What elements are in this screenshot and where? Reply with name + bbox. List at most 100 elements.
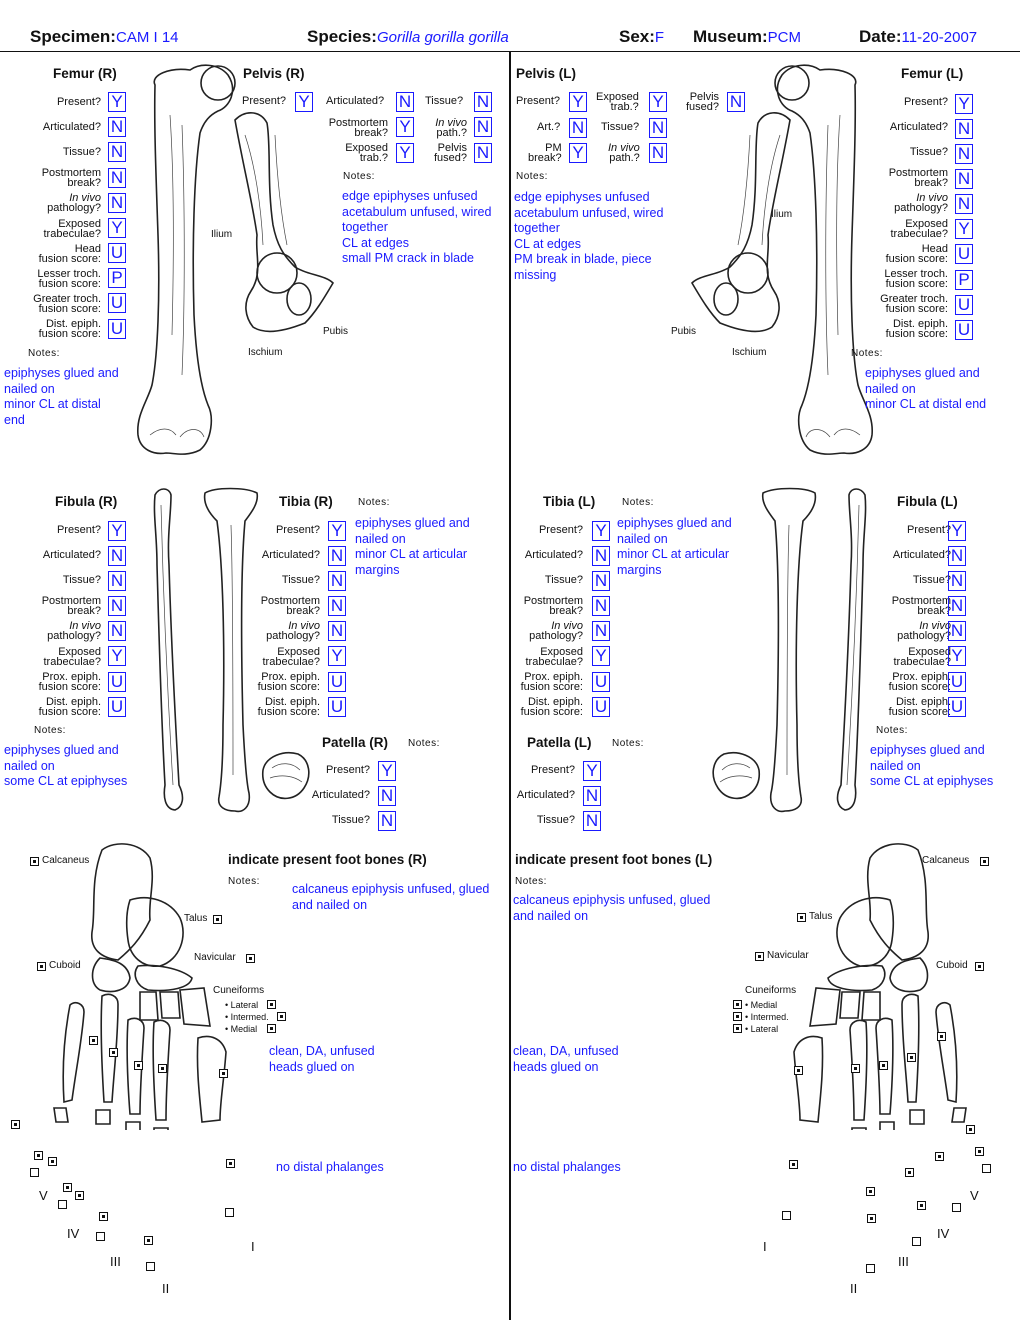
mt-l-1[interactable] — [937, 1032, 946, 1041]
mid-phal-l-2[interactable] — [867, 1214, 876, 1223]
fibula-r-pe-box[interactable]: U — [108, 672, 126, 692]
fibula-r-present-box[interactable]: Y — [108, 521, 126, 541]
mt-r-4[interactable] — [158, 1064, 167, 1073]
prox-phal-l-4b[interactable] — [935, 1152, 944, 1161]
prox-phal-r-5[interactable] — [11, 1120, 20, 1129]
patella-r-articulated-box[interactable]: N — [378, 786, 396, 806]
fibula-r-iv-box[interactable]: N — [108, 621, 126, 641]
mt-l-3[interactable] — [879, 1061, 888, 1070]
fibula-l-iv-box[interactable]: N — [948, 621, 966, 641]
pelvis-l-pf-box[interactable]: N — [727, 92, 745, 112]
pelvis-r-present-box[interactable]: Y — [295, 92, 313, 112]
tibia-l-pe-box[interactable]: U — [592, 672, 610, 692]
prox-phal-r-1[interactable] — [226, 1159, 235, 1168]
mt-l-4[interactable] — [851, 1064, 860, 1073]
medial-cuneiform-r-checkbox[interactable] — [267, 1024, 276, 1033]
pelvis-r-tissue-box[interactable]: N — [474, 92, 492, 112]
tibia-l-iv-box[interactable]: N — [592, 621, 610, 641]
femur-r-head-box[interactable]: U — [108, 243, 126, 263]
dist-phal-r-5[interactable] — [30, 1168, 39, 1177]
tibia-r-de-box[interactable]: U — [328, 697, 346, 717]
fibula-l-pm-box[interactable]: N — [948, 596, 966, 616]
tibia-l-tissue-box[interactable]: N — [592, 571, 610, 591]
prox-phal-r-3[interactable] — [63, 1183, 72, 1192]
dist-phal-r-2[interactable] — [146, 1262, 155, 1271]
dist-phal-l-2[interactable] — [866, 1264, 875, 1273]
femur-l-present-box[interactable]: Y — [955, 94, 973, 114]
pelvis-r-pf-box[interactable]: N — [474, 143, 492, 163]
femur-l-de-box[interactable]: U — [955, 320, 973, 340]
dist-phal-r-3[interactable] — [96, 1232, 105, 1241]
tibia-r-ex-box[interactable]: Y — [328, 646, 346, 666]
tibia-l-articulated-box[interactable]: N — [592, 546, 610, 566]
intermed-cuneiform-r-checkbox[interactable] — [277, 1012, 286, 1021]
dist-phal-l-5[interactable] — [982, 1164, 991, 1173]
patella-r-present-box[interactable]: Y — [378, 761, 396, 781]
femur-r-pm-box[interactable]: N — [108, 168, 126, 188]
mt-r-2[interactable] — [109, 1048, 118, 1057]
tibia-r-tissue-box[interactable]: N — [328, 571, 346, 591]
mid-phal-l-3[interactable] — [917, 1201, 926, 1210]
prox-phal-r-4a[interactable] — [34, 1151, 43, 1160]
fibula-r-pm-box[interactable]: N — [108, 596, 126, 616]
prox-phal-r-2[interactable] — [75, 1191, 84, 1200]
intermed-cuneiform-l-checkbox[interactable] — [733, 1012, 742, 1021]
mt-r-3[interactable] — [134, 1061, 143, 1070]
tibia-r-present-box[interactable]: Y — [328, 521, 346, 541]
femur-r-tissue-box[interactable]: N — [108, 142, 126, 162]
pelvis-l-art-box[interactable]: N — [569, 118, 587, 138]
dist-phal-r-4[interactable] — [58, 1200, 67, 1209]
fibula-r-tissue-box[interactable]: N — [108, 571, 126, 591]
patella-l-tissue-box[interactable]: N — [583, 811, 601, 831]
femur-l-iv-box[interactable]: N — [955, 194, 973, 214]
tibia-l-de-box[interactable]: U — [592, 697, 610, 717]
femur-r-present-box[interactable]: Y — [108, 92, 126, 112]
pelvis-l-pm-box[interactable]: Y — [569, 143, 587, 163]
fibula-l-present-box[interactable]: Y — [948, 521, 966, 541]
femur-l-gt-box[interactable]: U — [955, 295, 973, 315]
femur-r-ex-box[interactable]: Y — [108, 218, 126, 238]
femur-r-de-box[interactable]: U — [108, 319, 126, 339]
cuboid-l-checkbox[interactable] — [975, 962, 984, 971]
tibia-l-present-box[interactable]: Y — [592, 521, 610, 541]
navicular-l-checkbox[interactable] — [755, 952, 764, 961]
patella-l-articulated-box[interactable]: N — [583, 786, 601, 806]
prox-phal-l-2[interactable] — [866, 1187, 875, 1196]
pelvis-r-pm-box[interactable]: Y — [396, 117, 414, 137]
lateral-cuneiform-l-checkbox[interactable] — [733, 1024, 742, 1033]
femur-r-gt-box[interactable]: U — [108, 293, 126, 313]
prox-phal-l-1[interactable] — [789, 1160, 798, 1169]
pelvis-r-ex-box[interactable]: Y — [396, 143, 414, 163]
mt-r-5[interactable] — [219, 1069, 228, 1078]
tibia-l-ex-box[interactable]: Y — [592, 646, 610, 666]
pelvis-l-ex-box[interactable]: Y — [649, 92, 667, 112]
patella-l-present-box[interactable]: Y — [583, 761, 601, 781]
prox-phal-l-4a[interactable] — [975, 1147, 984, 1156]
pelvis-r-iv-box[interactable]: N — [474, 117, 492, 137]
femur-l-head-box[interactable]: U — [955, 244, 973, 264]
navicular-r-checkbox[interactable] — [246, 954, 255, 963]
dist-phal-l-4[interactable] — [952, 1203, 961, 1212]
femur-l-lt-box[interactable]: P — [955, 270, 973, 290]
femur-l-ex-box[interactable]: Y — [955, 219, 973, 239]
cuboid-r-checkbox[interactable] — [37, 962, 46, 971]
mt-l-5[interactable] — [794, 1066, 803, 1075]
fibula-l-de-box[interactable]: U — [948, 697, 966, 717]
dist-phal-l-3[interactable] — [912, 1237, 921, 1246]
femur-l-articulated-box[interactable]: N — [955, 119, 973, 139]
calcaneus-r-checkbox[interactable] — [30, 857, 39, 866]
dist-phal-l-1[interactable] — [782, 1211, 791, 1220]
prox-phal-l-5[interactable] — [966, 1125, 975, 1134]
pelvis-l-iv-box[interactable]: N — [649, 143, 667, 163]
tibia-r-pm-box[interactable]: N — [328, 596, 346, 616]
mid-phal-r-3[interactable] — [99, 1212, 108, 1221]
calcaneus-l-checkbox[interactable] — [980, 857, 989, 866]
pelvis-l-present-box[interactable]: Y — [569, 92, 587, 112]
lateral-cuneiform-r-checkbox[interactable] — [267, 1000, 276, 1009]
talus-r-checkbox[interactable] — [213, 915, 222, 924]
femur-r-iv-box[interactable]: N — [108, 193, 126, 213]
pelvis-l-tissue-box[interactable]: N — [649, 118, 667, 138]
femur-l-pm-box[interactable]: N — [955, 169, 973, 189]
fibula-l-ex-box[interactable]: Y — [948, 646, 966, 666]
medial-cuneiform-l-checkbox[interactable] — [733, 1000, 742, 1009]
